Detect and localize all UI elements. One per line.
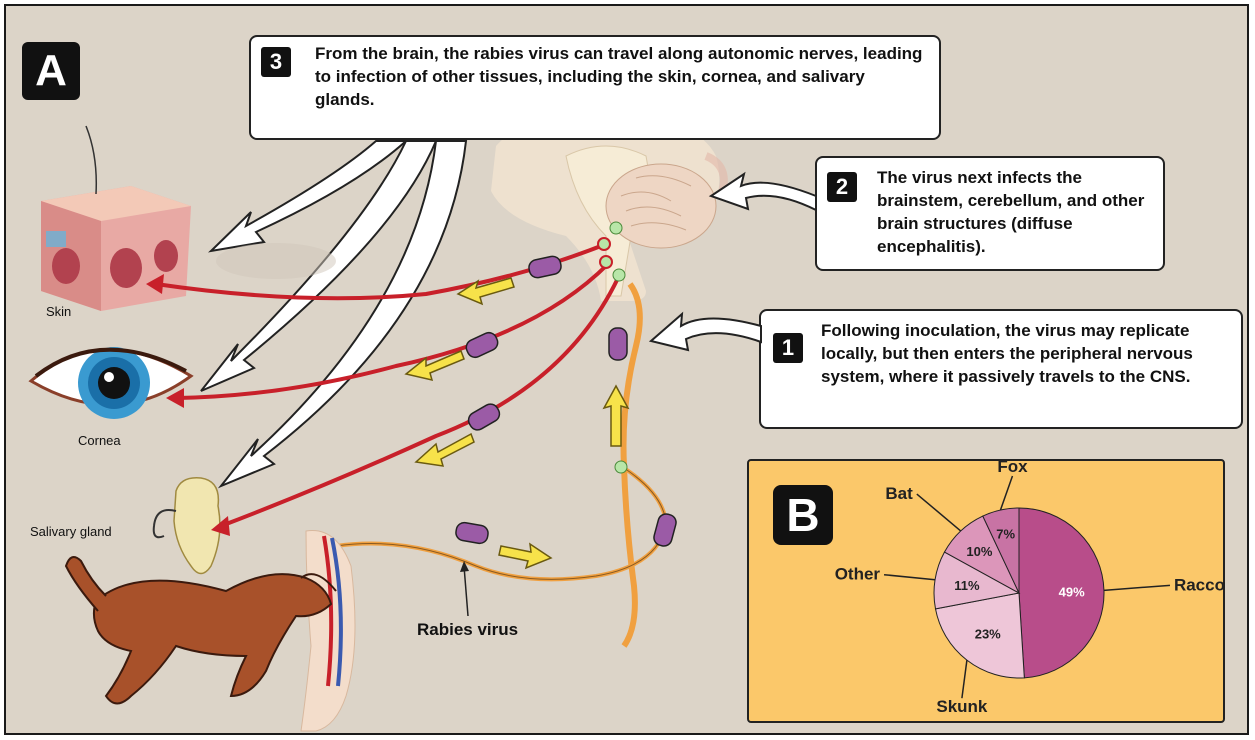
pie-value-label-other: 11%	[954, 578, 980, 593]
step-2-number: 2	[827, 172, 857, 202]
pie-leader-line-raccoon	[1104, 585, 1170, 590]
rabies-virus-label: Rabies virus	[417, 620, 518, 640]
skin-illustration	[41, 126, 191, 311]
skin-label: Skin	[46, 304, 71, 319]
pie-category-label-other: Other	[835, 565, 881, 584]
pie-leader-line-other	[884, 575, 935, 580]
step-3-text: From the brain, the rabies virus can tra…	[315, 42, 925, 111]
spread-arrows	[201, 141, 466, 486]
cornea-label: Cornea	[78, 433, 121, 448]
pie-value-label-fox: 7%	[996, 526, 1015, 541]
rabies-host-pie-chart: 49% Raccoon 23% Skunk 11% Other 10% Bat 7% Fox	[749, 461, 1223, 721]
step-1-number: 1	[773, 333, 803, 363]
leg-illustration	[301, 530, 355, 731]
callout-step-2: 2 The virus next infects the brainstem, …	[815, 156, 1165, 271]
eye-illustration	[31, 347, 191, 419]
pie-category-label-bat: Bat	[885, 484, 913, 503]
callout-step-3: 3 From the brain, the rabies virus can t…	[249, 35, 941, 140]
pie-value-label-raccoon: 49%	[1059, 584, 1085, 599]
pie-leader-line-skunk	[962, 660, 967, 698]
virus-pointer	[464, 566, 468, 616]
step-2-text: The virus next infects the brainstem, ce…	[877, 166, 1157, 258]
figure-frame: A 3 From the brain, the rabies virus can…	[4, 4, 1249, 735]
pie-leader-line-bat	[917, 494, 961, 531]
animal-illustration	[66, 557, 336, 704]
pie-category-label-fox: Fox	[997, 461, 1028, 476]
salivary-gland-illustration	[154, 478, 220, 574]
step-1-text: Following inoculation, the virus may rep…	[821, 319, 1231, 388]
panel-a-label: A	[22, 42, 80, 100]
transport-arrows	[406, 278, 628, 568]
pie-value-label-skunk: 23%	[975, 626, 1001, 641]
salivary-gland-label: Salivary gland	[30, 524, 112, 539]
pie-category-label-raccoon: Raccoon	[1174, 575, 1223, 594]
pie-category-label-skunk: Skunk	[936, 697, 988, 716]
step-3-number: 3	[261, 47, 291, 77]
pie-leader-line-fox	[1000, 476, 1012, 510]
pie-value-label-bat: 10%	[966, 544, 992, 559]
callout-step-1: 1 Following inoculation, the virus may r…	[759, 309, 1243, 429]
